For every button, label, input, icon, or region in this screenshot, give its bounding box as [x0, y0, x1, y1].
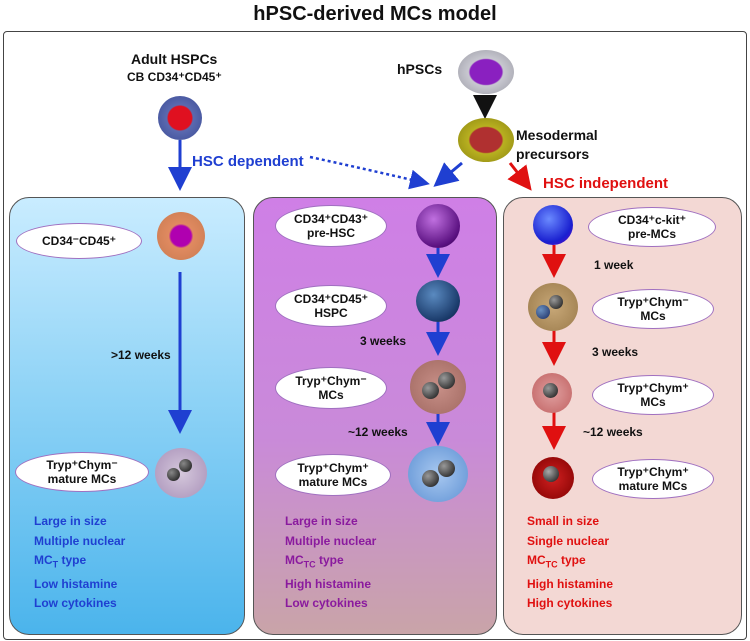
- middle-mature-line1: Tryp⁺Chym⁺: [297, 461, 369, 475]
- left-mature-line1: Tryp⁺Chym⁻: [46, 458, 118, 472]
- right-weeks-2-label: 3 weeks: [592, 345, 639, 359]
- pre-mc-oval: CD34⁺c-kit⁺ pre-MCs: [588, 207, 716, 247]
- pre-hsc-line1: CD34⁺CD43⁺: [293, 212, 369, 226]
- left-duration-label: >12 weeks: [111, 348, 171, 362]
- left-granule-icon: [167, 468, 180, 481]
- diagram-title: hPSC-derived MCs model: [253, 3, 497, 25]
- middle-prop-size: Large in size: [285, 514, 358, 528]
- left-prop-cytokines: Low cytokines: [34, 596, 117, 611]
- middle-properties-list: Large in size Multiple nuclear MCTC type…: [285, 512, 376, 614]
- right-mc-line2: MCs: [640, 395, 666, 409]
- left-mature-line2: mature MCs: [47, 472, 117, 486]
- right-mc-oval: Tryp⁺Chym⁺ MCs: [592, 375, 714, 415]
- pre-hsc-oval: CD34⁺CD43⁺ pre-HSC: [275, 205, 387, 247]
- outer-frame: [3, 31, 747, 640]
- pre-mc-line1: CD34⁺c-kit⁺: [617, 213, 687, 227]
- adult-hspcs-label: Adult HSPCs: [131, 51, 218, 67]
- adult-hspc-cell-icon: [158, 96, 202, 140]
- hsc-dependent-hpsc-panel: [253, 197, 497, 635]
- hsc-dependent-adult-panel: [9, 197, 245, 635]
- right-immature-mc-oval: Tryp⁺Chym⁻ MCs: [592, 289, 714, 329]
- right-prop-type: MCTC type: [527, 553, 586, 570]
- left-properties-list: Large in size Multiple nuclear MCT type …: [34, 512, 125, 614]
- right-mc-line1: Tryp⁺Chym⁺: [617, 381, 689, 395]
- right-mature-mc-cell-icon: [532, 457, 574, 499]
- middle-granule-icon: [422, 382, 439, 399]
- hsc-independent-label: HSC independent: [543, 175, 669, 192]
- middle-immature-mc-oval: Tryp⁺Chym⁻ MCs: [275, 367, 387, 409]
- middle-mature-line2: mature MCs: [298, 475, 368, 489]
- hspc-cell-icon: [416, 280, 460, 322]
- right-prop-histamine: High histamine: [527, 576, 614, 591]
- middle-granule-icon: [438, 372, 455, 389]
- right-immature-mc-cell-icon: [528, 283, 578, 331]
- right-nucleus-icon: [536, 305, 550, 319]
- left-mature-mc-cell-icon: [155, 448, 207, 498]
- left-prop-size: Large in size: [34, 514, 107, 528]
- left-mature-mc-oval: Tryp⁺Chym⁻ mature MCs: [15, 452, 149, 492]
- cb-markers-label: CB CD34⁺CD45⁺: [127, 70, 222, 84]
- right-granule-icon: [549, 295, 563, 309]
- hsc-dependent-label: HSC dependent: [192, 153, 304, 170]
- left-prop-histamine: Low histamine: [34, 576, 118, 591]
- mesodermal-label: Mesodermal: [516, 127, 598, 143]
- hpsc-cell-icon: [458, 50, 514, 94]
- mesodermal-precursor-cell-icon: [458, 118, 514, 162]
- left-cell-1-icon: [157, 212, 205, 260]
- right-weeks-1-label: 1 week: [594, 258, 634, 272]
- middle-mature-granule-icon: [422, 470, 439, 487]
- middle-immature-line1: Tryp⁺Chym⁻: [295, 374, 367, 388]
- left-prop-type: MCT type: [34, 553, 87, 570]
- hspc-line1: CD34⁺CD45⁺: [293, 292, 369, 306]
- right-mature-line2: mature MCs: [618, 479, 688, 493]
- hspc-oval: CD34⁺CD45⁺ HSPC: [275, 285, 387, 327]
- middle-prop-nuclear: Multiple nuclear: [285, 533, 377, 548]
- middle-weeks-2-label: ~12 weeks: [348, 425, 408, 439]
- arrow-meso-to-mid: [433, 161, 463, 187]
- right-properties-list: Small in size Single nuclear MCTC type H…: [527, 512, 613, 614]
- middle-weeks-1-label: 3 weeks: [360, 334, 407, 348]
- cd34neg-cd45pos-oval: CD34⁻CD45⁺: [16, 223, 142, 259]
- right-mature-mc-oval: Tryp⁺Chym⁺ mature MCs: [592, 459, 714, 499]
- right-mc-granule-icon: [543, 383, 558, 398]
- middle-immature-mc-cell-icon: [410, 360, 466, 414]
- pre-hsc-cell-icon: [416, 204, 460, 248]
- middle-prop-cytokines: Low cytokines: [285, 596, 368, 611]
- right-prop-cytokines: High cytokines: [527, 596, 613, 611]
- pre-mc-cell-icon: [533, 205, 573, 245]
- pre-mc-line2: pre-MCs: [627, 227, 676, 241]
- hspc-line2: HSPC: [314, 306, 348, 320]
- dotted-arrow-hsc-dependent: [309, 155, 430, 190]
- right-weeks-3-label: ~12 weeks: [583, 425, 643, 439]
- arrow-meso-to-right: [507, 162, 532, 191]
- middle-prop-type: MCTC type: [285, 553, 344, 570]
- right-mature-granule-icon: [543, 466, 559, 482]
- right-prop-size: Small in size: [527, 514, 600, 528]
- middle-prop-histamine: High histamine: [285, 576, 372, 591]
- right-prop-nuclear: Single nuclear: [527, 533, 610, 548]
- left-prop-nuclear: Multiple nuclear: [34, 533, 126, 548]
- right-immature-line1: Tryp⁺Chym⁻: [617, 295, 689, 309]
- right-immature-line2: MCs: [640, 309, 666, 323]
- middle-mature-mc-cell-icon: [408, 446, 468, 502]
- precursors-label: precursors: [516, 146, 590, 162]
- left-granule-icon: [179, 459, 192, 472]
- middle-mature-granule-icon: [438, 460, 455, 477]
- middle-mature-mc-oval: Tryp⁺Chym⁺ mature MCs: [275, 454, 391, 496]
- pre-hsc-line2: pre-HSC: [306, 226, 355, 240]
- middle-immature-line2: MCs: [318, 388, 344, 402]
- right-mc-cell-icon: [532, 373, 572, 413]
- hpscs-label: hPSCs: [397, 61, 443, 77]
- right-mature-line1: Tryp⁺Chym⁺: [617, 465, 689, 479]
